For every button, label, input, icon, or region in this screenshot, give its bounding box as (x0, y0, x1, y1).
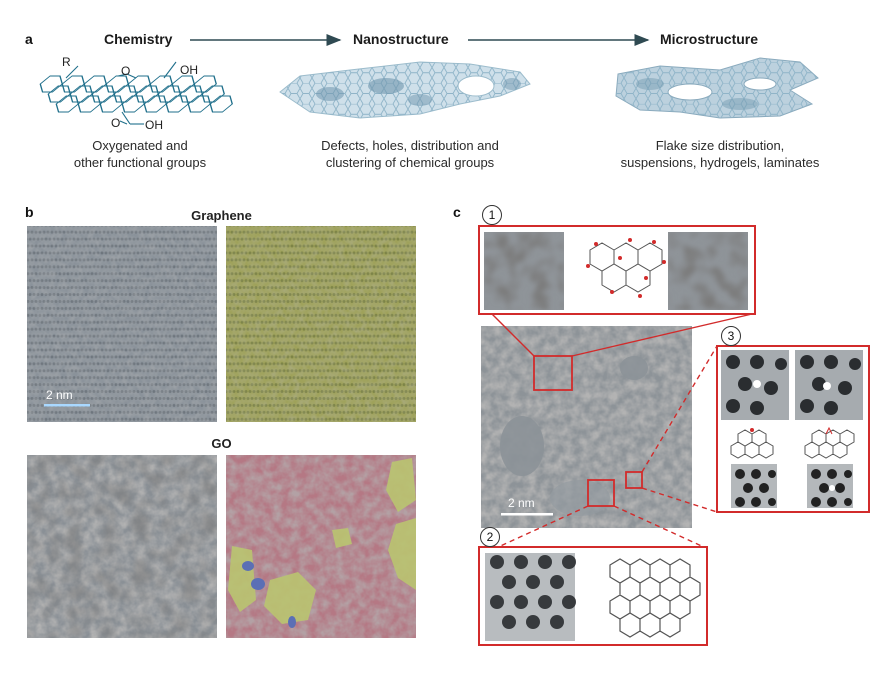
region-2-marker (587, 479, 615, 507)
go-tem-image (27, 455, 217, 638)
go-overlay-image (226, 455, 416, 638)
panel-b-letter: b (25, 204, 34, 220)
c-scale-bar (501, 513, 553, 516)
callout-3: 3 (721, 326, 741, 346)
inset-1-tem-right (668, 232, 748, 310)
chem-label-oh-carboxyl: OH (145, 118, 163, 132)
graphene-tem-image (27, 226, 217, 422)
caption-chemistry: Oxygenated and other functional groups (73, 138, 207, 170)
inset-3-tem-left (721, 350, 789, 420)
caption-microstructure: Flake size distribution, suspensions, hy… (620, 138, 820, 170)
inset-1-tem-left (484, 232, 564, 310)
inset-3-sim-right (807, 464, 853, 508)
nanostructure-sheet (279, 61, 531, 119)
caption-nanostructure: Defects, holes, distribution and cluster… (321, 138, 499, 170)
region-3-marker (625, 471, 643, 489)
inset-2-tem (485, 553, 576, 641)
graphene-scale-label: 2 nm (46, 388, 73, 402)
inset-1-structure (586, 238, 666, 298)
inset-2-structure (609, 558, 701, 638)
inset-3-structure-left (730, 428, 774, 459)
go-large-tem-image (481, 326, 692, 528)
chem-label-o-epoxy: O (121, 64, 131, 78)
stage-title-microstructure: Microstructure (660, 31, 759, 47)
graphene-title: Graphene (191, 208, 252, 223)
callout-2: 2 (480, 527, 500, 547)
inset-3-structure-right (804, 426, 855, 459)
inset-3-sim-left (731, 464, 777, 508)
panel-a-letter: a (25, 31, 33, 47)
stage-title-chemistry: Chemistry (104, 31, 173, 47)
go-title: GO (211, 436, 232, 451)
c-scale-label: 2 nm (508, 496, 535, 510)
callout-1: 1 (482, 205, 502, 225)
graphene-scale-bar (44, 404, 90, 407)
region-1-marker (533, 355, 573, 391)
stage-title-nanostructure: Nanostructure (353, 31, 449, 47)
chem-label-o-carboxyl: O (111, 116, 121, 130)
chemistry-lattice (39, 61, 233, 125)
chem-label-oh: OH (180, 63, 198, 77)
microstructure-flakes (615, 57, 819, 119)
graphene-overlay-image (226, 226, 416, 422)
panel-c-letter: c (453, 204, 461, 220)
inset-3-tem-right (795, 350, 863, 420)
chem-label-r: R (62, 55, 71, 69)
